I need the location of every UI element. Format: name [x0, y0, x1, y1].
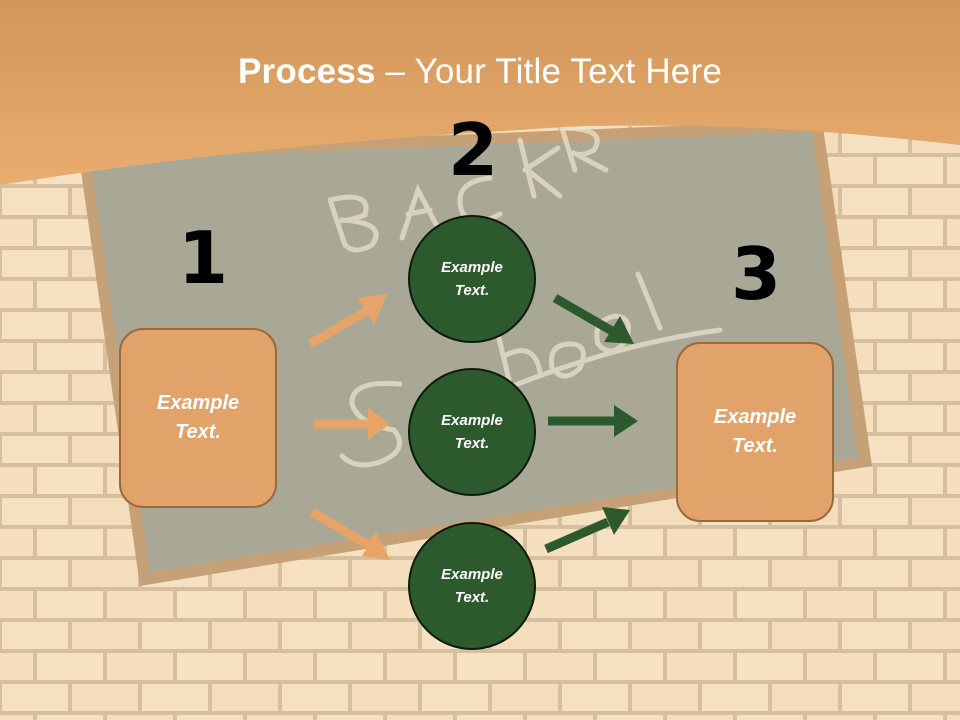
green-arrow-up	[544, 507, 630, 554]
orange-arrow-down	[309, 508, 390, 560]
step-number-2: 2	[448, 108, 499, 192]
circle-bottom-text: Example Text.	[441, 566, 503, 606]
step-number-3: 3	[731, 232, 782, 316]
orange-arrow-right	[314, 408, 390, 440]
left-box: Example Text.	[119, 328, 277, 508]
title-rest: – Your Title Text Here	[375, 52, 722, 91]
circle-middle-text: Example Text.	[441, 412, 503, 452]
left-box-text: Example Text.	[156, 392, 240, 443]
green-arrow-down	[552, 294, 634, 344]
orange-arrow-up	[307, 294, 387, 348]
slide-title: Process – Your Title Text Here	[0, 52, 960, 92]
right-box: Example Text.	[676, 342, 834, 522]
step-number-1: 1	[178, 216, 229, 300]
right-box-text: Example Text.	[713, 406, 797, 457]
circle-middle: Example Text.	[408, 368, 536, 496]
green-arrow-right	[548, 405, 638, 437]
title-strong: Process	[238, 52, 376, 91]
circle-bottom: Example Text.	[408, 522, 536, 650]
circle-top-text: Example Text.	[441, 259, 503, 299]
circle-top: Example Text.	[408, 215, 536, 343]
header-band	[0, 0, 960, 185]
